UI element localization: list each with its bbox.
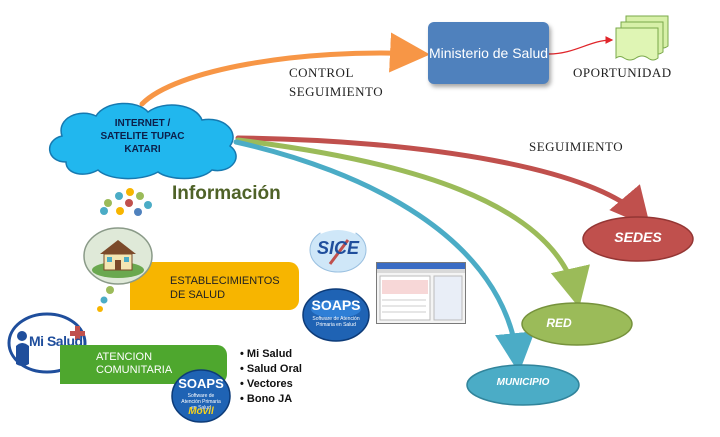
ministry-box: Ministerio de Salud (428, 22, 549, 84)
soaps-logo-art (302, 288, 370, 342)
soaps-logo: SOAPS Software de Atención Primaria en S… (301, 287, 371, 343)
internet-line3: KATARI (124, 144, 161, 155)
list-item: Mi Salud (240, 347, 302, 362)
soaps-logo-text: SOAPS (311, 297, 361, 313)
cloud-icon (49, 102, 237, 180)
list-item: Bono JA (240, 392, 302, 407)
establecimientos-line1: ESTABLECIMIENTOS (170, 275, 280, 287)
thought-dots-icon (100, 188, 152, 216)
internet-line1: INTERNET / (114, 118, 171, 129)
establecimientos-label: ESTABLECIMIENTOS DE SALUD (170, 274, 280, 302)
sice-logo: SICE (308, 226, 368, 274)
soaps-movil-text: SOAPS (178, 376, 224, 391)
atencion-line2: COMUNITARIA (96, 364, 173, 376)
list-item: Salud Oral (240, 362, 302, 377)
informacion-label: Información (172, 183, 281, 204)
arrow-to-ministry (139, 32, 430, 107)
sice-logo-art (309, 226, 367, 273)
internet-label: INTERNET / SATELITE TUPAC KATARI (40, 117, 245, 156)
ministry-label: Ministerio de Salud (428, 45, 549, 61)
control-label-line1: CONTROL (289, 65, 354, 80)
control-label-line2: SEGUIMIENTO (289, 84, 384, 99)
list-item: Vectores (240, 377, 302, 392)
soaps-movil-sub: Software de Atención Primaria en Salud (181, 393, 221, 411)
atencion-label: ATENCION COMUNITARIA (96, 351, 172, 377)
internet-line2: SATELITE TUPAC (100, 131, 185, 142)
atencion-line1: ATENCION (96, 351, 153, 363)
seguimiento-label: SEGUIMIENTO (529, 139, 624, 154)
sedes-node (582, 216, 694, 262)
program-list: Mi Salud Salud Oral Vectores Bono JA (240, 347, 302, 407)
house-icon (83, 227, 153, 285)
sice-logo-text: SICE (316, 238, 359, 258)
control-label: CONTROL SEGUIMIENTO (289, 63, 383, 101)
oportunidad-label: OPORTUNIDAD (573, 65, 672, 80)
software-window-icon (376, 262, 466, 324)
soaps-logo-sub: Software de Atención Primaria en Salud (312, 316, 360, 328)
document-stack-icon (615, 15, 669, 61)
municipio-node (466, 364, 580, 406)
arrow-to-sedes (235, 135, 651, 228)
connector-dots (97, 286, 114, 312)
soaps-movil-tag: Movil (188, 406, 214, 417)
red-node (521, 302, 633, 346)
establecimientos-box: ESTABLECIMIENTOS DE SALUD (130, 262, 299, 310)
municipio-label: MUNICIPIO (496, 377, 550, 388)
arrow-to-red (235, 137, 590, 308)
soaps-movil-logo-art (171, 369, 231, 423)
sedes-label: SEDES (614, 229, 662, 245)
arrow-to-oportunidad (548, 36, 614, 55)
establecimientos-line2: DE SALUD (170, 289, 226, 301)
soaps-movil-logo: SOAPS Software de Atención Primaria en S… (170, 368, 232, 424)
red-label: RED (546, 316, 572, 330)
arrow-to-municipio (233, 139, 535, 373)
